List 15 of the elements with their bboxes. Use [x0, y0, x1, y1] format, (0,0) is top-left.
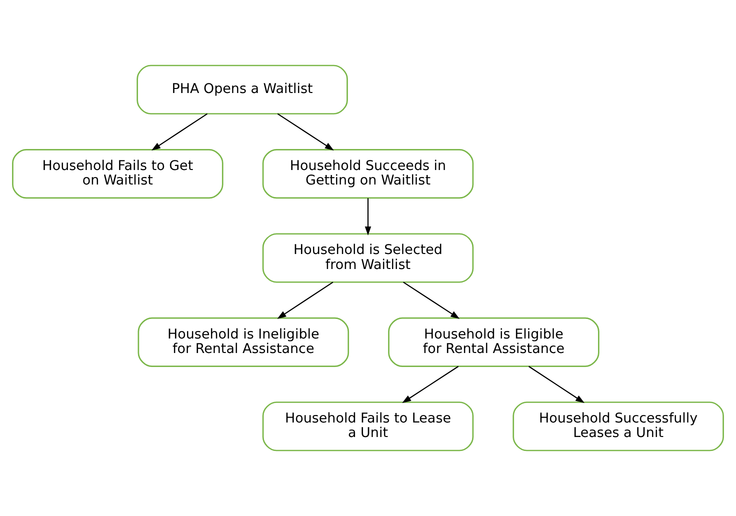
arrow — [277, 113, 334, 150]
arrow — [364, 198, 372, 236]
node-box: Household Succeeds in Getting on Waitlist — [262, 149, 474, 199]
node-box: Household is Selected from Waitlist — [262, 233, 474, 283]
arrow — [151, 113, 208, 150]
node-box: Household Successfully Leases a Unit — [512, 402, 724, 452]
node-box: Household is Ineligible for Rental Assistance — [138, 317, 350, 367]
arrow — [528, 366, 585, 404]
node-box: PHA Opens a Waitlist — [136, 64, 348, 114]
arrow — [402, 366, 459, 404]
node-box: Household is Eligible for Rental Assistance — [388, 317, 600, 367]
arrow — [403, 282, 460, 319]
node-box: Household Fails to Lease a Unit — [262, 402, 474, 452]
arrow — [277, 282, 334, 319]
node-box: Household Fails to Get on Waitlist — [12, 149, 224, 199]
